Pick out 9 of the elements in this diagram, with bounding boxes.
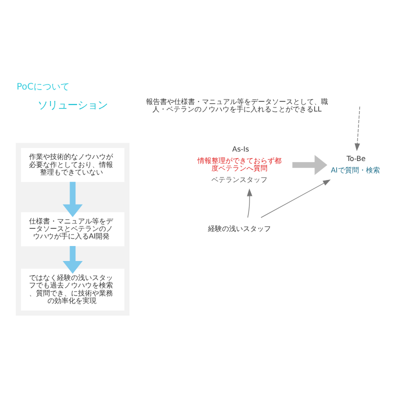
arrow (260, 179, 331, 218)
arrow (62, 246, 83, 274)
label: ソリューション (38, 99, 108, 112)
arrow (246, 188, 252, 218)
diagram-title: PoCについて (16, 82, 70, 92)
arrow (292, 155, 328, 175)
cluster (16, 142, 130, 316)
arrow (62, 182, 83, 218)
arrow (354, 106, 360, 152)
